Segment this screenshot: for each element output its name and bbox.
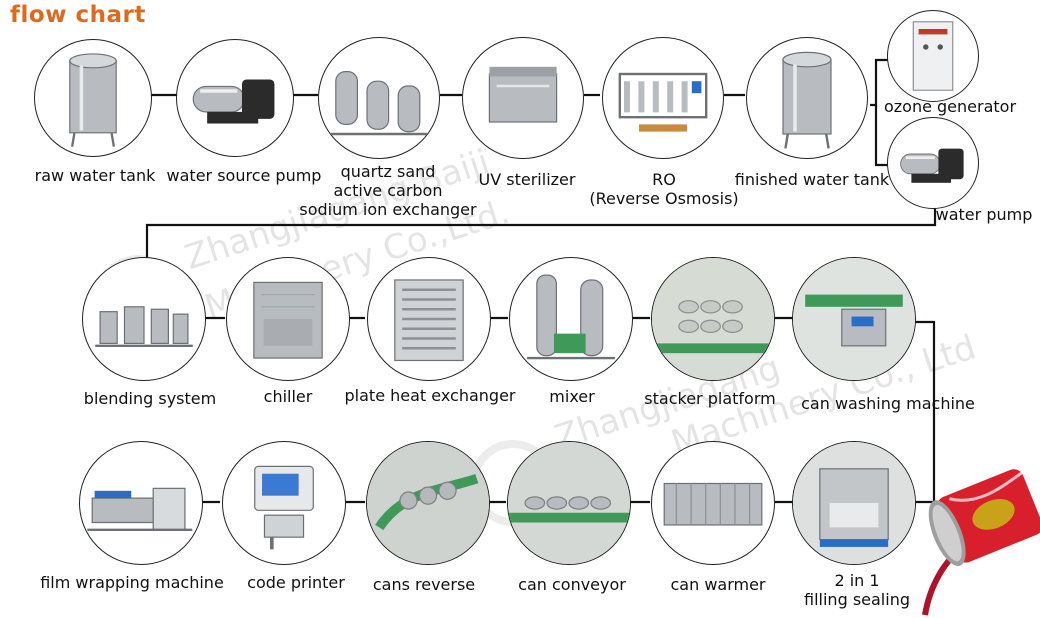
stacker-platform-image [651, 257, 775, 381]
filling-sealing-label-line: filling sealing [804, 590, 910, 609]
filters-icon [331, 71, 427, 136]
can-conveyor-label: can conveyor [518, 575, 626, 594]
finished-water-tank-image [746, 37, 868, 159]
code-printer-image [222, 441, 346, 565]
chiller-image [226, 257, 350, 381]
ro-label: RO(Reverse Osmosis) [589, 170, 738, 208]
water-source-pump-label-line: water source pump [166, 166, 322, 185]
stacker-platform-label: stacker platform [644, 389, 775, 408]
chiller-icon [253, 281, 323, 359]
blending-system-label-line: blending system [83, 389, 217, 408]
plate-icon [394, 279, 464, 362]
filling-sealing-image [792, 441, 916, 565]
sand-carbon-filters-image [318, 37, 440, 159]
uv-sterilizer-label: UV sterilizer [479, 170, 576, 189]
can-warmer-image [651, 441, 775, 565]
cans-reverse-label: cans reverse [373, 575, 475, 594]
water-source-pump-image [176, 39, 294, 157]
mixer-label: mixer [549, 387, 594, 406]
water-source-pump-label: water source pump [167, 166, 322, 185]
blending-system-image [82, 257, 206, 381]
mixer-image [509, 257, 633, 381]
film-wrapping-machine-label: film wrapping machine [40, 573, 224, 592]
mixer-label-line: mixer [549, 387, 595, 406]
can-washing-machine-label: can washing machine [801, 394, 975, 413]
plate-heat-exchanger-label: plate heat exchanger [345, 386, 516, 405]
can-conveyor-label-line: can conveyor [518, 575, 626, 594]
sand-carbon-filters-label-line: quartz sand [340, 162, 436, 181]
pump-icon [192, 79, 275, 124]
finished-water-tank-label-line: finished water tank [734, 170, 890, 189]
blending-system-label: blending system [84, 389, 216, 408]
sand-carbon-filters-label-line: active carbon [333, 181, 443, 200]
water-pump-label: water pump [936, 205, 1033, 224]
soda-can-illustration [922, 469, 1040, 616]
mixer-icon [527, 274, 615, 360]
ozone-generator-label-line: ozone generator [883, 97, 1017, 116]
uv-sterilizer-image [462, 37, 584, 159]
ozone-generator-image [887, 10, 979, 102]
ro-label-line: RO [652, 170, 676, 189]
warmer-icon [663, 482, 763, 526]
water-pump-image [887, 117, 979, 209]
ozone-generator-label: ozone generator [884, 97, 1016, 116]
filling-sealing-label-line: 2 in 1 [834, 571, 880, 590]
printer-icon [254, 465, 314, 550]
can-washing-machine-label-line: can washing machine [801, 394, 975, 413]
tank-icon [69, 53, 117, 147]
conveyor-icon [508, 442, 630, 564]
chiller-label-line: chiller [263, 387, 313, 406]
water-pump-label-line: water pump [935, 205, 1033, 224]
raw-water-tank-label-line: raw water tank [34, 166, 156, 185]
ozone-icon [912, 21, 954, 91]
ro-label-line: (Reverse Osmosis) [589, 189, 739, 208]
pump-icon [900, 148, 964, 183]
film-wrapping-machine-label-line: film wrapping machine [40, 573, 224, 592]
code-printer-label-line: code printer [247, 573, 345, 592]
raw-water-tank-image [34, 39, 152, 157]
reverse-icon [367, 442, 489, 564]
finished-water-tank-label: finished water tank [735, 170, 889, 189]
stacker-icon [652, 258, 774, 380]
cans-reverse-label-line: cans reverse [372, 575, 476, 594]
washing-icon [793, 258, 915, 380]
can-warmer-label-line: can warmer [670, 575, 766, 594]
can-washing-machine-image [792, 257, 916, 381]
wrapping-icon [87, 487, 193, 532]
blending-icon [95, 306, 193, 348]
stacker-platform-label-line: stacker platform [644, 389, 776, 408]
film-wrapping-machine-image [79, 441, 203, 565]
can-warmer-label: can warmer [670, 575, 765, 594]
filler-icon [793, 442, 915, 564]
tank-icon [782, 51, 832, 149]
sand-carbon-filters-label-line: sodium ion exchanger [299, 200, 477, 219]
ro-image [602, 37, 724, 159]
uv-sterilizer-label-line: UV sterilizer [478, 170, 576, 189]
chart-title: flow chart [10, 2, 146, 28]
code-printer-label: code printer [247, 573, 345, 592]
ro-icon [618, 72, 708, 132]
plate-heat-exchanger-image [367, 257, 491, 381]
cans-reverse-image [366, 441, 490, 565]
raw-water-tank-label: raw water tank [35, 166, 156, 185]
can-conveyor-image [507, 441, 631, 565]
uv-icon [488, 66, 558, 123]
chiller-label: chiller [264, 387, 313, 406]
plate-heat-exchanger-label-line: plate heat exchanger [344, 386, 516, 405]
